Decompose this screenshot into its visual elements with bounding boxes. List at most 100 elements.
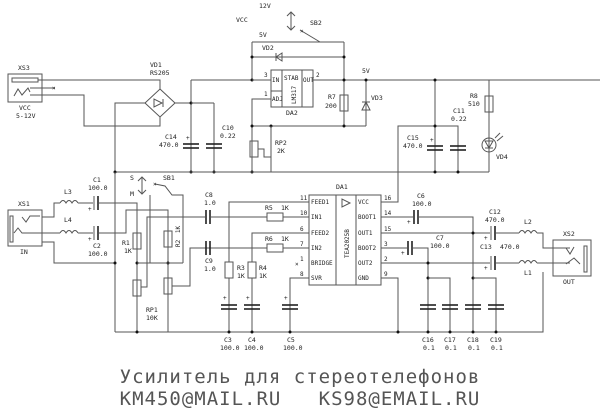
sb2-v-low: 5V <box>259 31 267 39</box>
sb2-selector-arrow <box>286 11 296 31</box>
c7-plus: + <box>401 250 405 257</box>
c6-capacitor <box>413 210 419 224</box>
xs2-name: XS2 <box>563 230 575 238</box>
r5-name: R5 <box>265 204 273 212</box>
c6-plus: + <box>407 219 411 226</box>
vd3-name: VD3 <box>371 94 383 102</box>
da2-pin1: 1 <box>264 91 268 98</box>
da2-stab: STAB <box>284 75 299 82</box>
r4-name: R4 <box>259 264 267 272</box>
c7-name: C7 <box>436 234 444 242</box>
l2-inductor <box>518 230 538 234</box>
c1-plus: + <box>88 206 92 213</box>
r5-resistor <box>266 212 284 222</box>
c5-plus: + <box>284 295 288 302</box>
r4-resistor <box>247 261 257 279</box>
c1-value: 100.0 <box>88 184 108 192</box>
da2-pin-adj: ADJ <box>272 96 283 103</box>
c3-name: C3 <box>224 336 232 344</box>
l4-name: L4 <box>64 216 72 224</box>
r1-name: R1 <box>122 239 130 247</box>
r3-name: R3 <box>237 264 245 272</box>
c19-value: 0.1 <box>491 344 503 352</box>
da1-pin-label: BOOT1 <box>358 214 376 221</box>
c10-value: 0.22 <box>220 132 236 140</box>
da1-pin-label: BOOT2 <box>358 245 376 252</box>
rp2-trimmer[interactable] <box>249 140 259 158</box>
da1-pin-number: 9 <box>384 271 388 278</box>
da2-name: DA2 <box>286 109 298 117</box>
c14-name: C14 <box>165 133 177 141</box>
author-emails: KM450@MAIL.RU KS98@EMAIL.RU <box>119 388 481 410</box>
da1-amplifier-ic <box>308 194 382 286</box>
da1-pin-label: IN2 <box>311 245 322 252</box>
da2-pin3: 3 <box>264 72 268 79</box>
c13-capacitor <box>490 256 496 270</box>
c9-name: C9 <box>205 257 213 265</box>
c19-name: C19 <box>490 336 502 344</box>
vd2-diode <box>275 52 283 62</box>
c11-value: 0.22 <box>451 115 467 123</box>
vd4-name: VD4 <box>496 153 508 161</box>
c18-name: C18 <box>467 336 479 344</box>
c13-value: 470.0 <box>500 243 520 251</box>
c2-name: C2 <box>93 242 101 250</box>
xs2-jack <box>552 239 592 277</box>
da1-pin-number: 11 <box>300 195 308 202</box>
c18-value: 0.1 <box>468 344 480 352</box>
r6-resistor <box>266 243 284 253</box>
xs2-label: OUT <box>563 278 575 286</box>
sb1-mode-arrow <box>137 176 147 195</box>
c14-value: 470.0 <box>159 141 179 149</box>
c7-value: 100.0 <box>430 242 450 250</box>
vd1-name: VD1 <box>150 61 162 69</box>
l1-inductor <box>518 260 538 264</box>
c14-plus: + <box>186 135 190 142</box>
l4-inductor <box>59 230 79 234</box>
c17-capacitor <box>442 304 458 310</box>
r7-resistor <box>339 94 349 112</box>
l2-name: L2 <box>524 218 532 226</box>
c13-plus: + <box>484 265 488 272</box>
c10-capacitor <box>206 143 222 149</box>
c17-value: 0.1 <box>445 344 457 352</box>
sb2-name: SB2 <box>310 19 322 27</box>
rp1-name: RP1 <box>146 306 158 314</box>
c2-value: 100.0 <box>88 250 108 258</box>
xs3-name: XS3 <box>18 64 30 72</box>
r1-value: 1K <box>124 247 132 255</box>
sb2-contact-mark: × <box>300 28 304 35</box>
c3-value: 100.0 <box>220 344 240 352</box>
c3-capacitor <box>221 304 237 310</box>
c15-capacitor <box>427 145 443 151</box>
c7-capacitor <box>407 241 413 255</box>
c4-value: 100.0 <box>244 344 264 352</box>
sb1-m: M <box>130 190 134 198</box>
rail-5v-label: 5V <box>362 67 370 75</box>
da1-pin-label: FEED2 <box>311 230 329 237</box>
sb2-switch[interactable]: × <box>252 28 345 80</box>
da1-pin-label: GND <box>358 275 369 282</box>
c10-name: C10 <box>222 124 234 132</box>
c12-capacitor <box>490 226 496 240</box>
sb2-v-high: 12V <box>259 2 271 10</box>
c16-capacitor <box>420 304 436 310</box>
rp2-name: RP2 <box>275 139 287 147</box>
xs1-name: XS1 <box>18 200 30 208</box>
sb1-switch[interactable]: × <box>149 181 184 263</box>
da1-pin-number: 3 <box>384 241 388 248</box>
xs1-jack <box>7 209 43 247</box>
c16-name: C16 <box>422 336 434 344</box>
rp1-potentiometer-a[interactable] <box>132 279 142 297</box>
da1-pin-label: FEED1 <box>311 199 329 206</box>
c18-capacitor <box>465 304 481 310</box>
r3-resistor <box>224 261 234 279</box>
c8-capacitor <box>205 210 211 224</box>
c9-value: 1.0 <box>204 265 216 273</box>
c4-plus: + <box>246 295 250 302</box>
c5-value: 100.0 <box>283 344 303 352</box>
da1-pin-number: 6 <box>300 226 304 233</box>
c6-value: 100.0 <box>412 200 432 208</box>
